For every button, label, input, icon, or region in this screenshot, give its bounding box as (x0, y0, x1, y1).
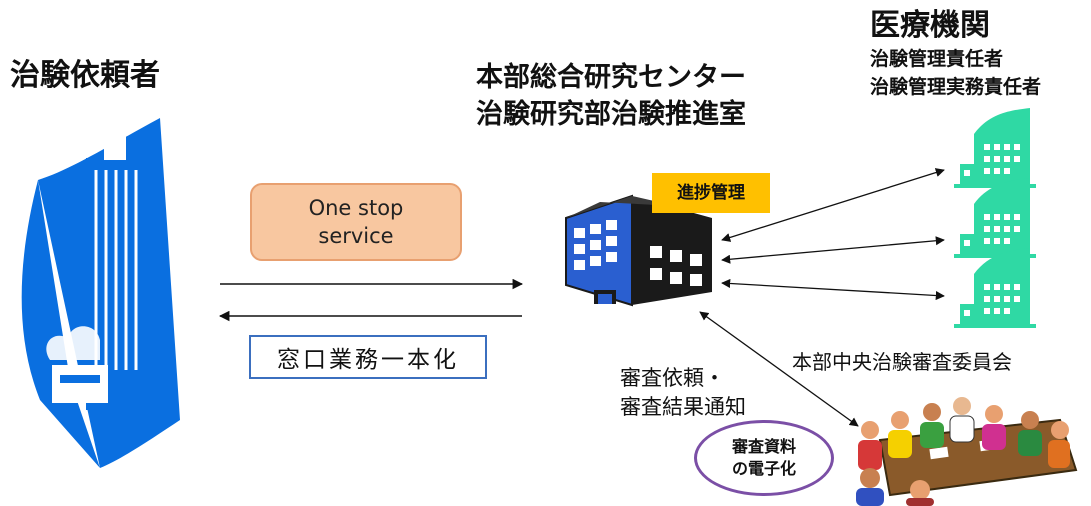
one-stop-line2: service (318, 224, 394, 248)
one-stop-service-box: One stop service (250, 183, 462, 261)
hospital-icon-2 (954, 178, 1036, 258)
hospitals-role-1: 治験管理責任者 (870, 48, 1004, 70)
hospitals-title: 医療機関 (870, 8, 990, 43)
window-unification-label: 窓口業務一本化 (277, 347, 459, 373)
review-request-line1: 審査依頼・ (620, 366, 725, 390)
sponsor-title: 治験依頼者 (10, 58, 160, 93)
digitize-ellipse: 審査資料 の電子化 (694, 420, 834, 496)
digitize-line2: の電子化 (731, 459, 796, 478)
hospital-icon-3 (954, 248, 1036, 328)
arrow-committee (699, 311, 859, 427)
review-request-line2: 審査結果通知 (620, 395, 746, 419)
sponsor-tower-icon (21, 100, 180, 468)
window-unification-box: 窓口業務一本化 (249, 335, 487, 379)
center-building-icon (565, 194, 712, 307)
arrow-hospital-3 (721, 278, 945, 301)
committee-label: 本部中央治験審査委員会 (792, 350, 1012, 374)
center-title-line1: 本部総合研究センター (476, 62, 746, 93)
center-title-line2: 治験研究部治験推進室 (476, 99, 746, 130)
arrow-hospital-1 (721, 168, 945, 242)
one-stop-line1: One stop (308, 195, 404, 220)
hospitals-role-2: 治験管理実務責任者 (870, 76, 1042, 98)
committee-meeting-icon (856, 397, 1078, 506)
progress-label: 進捗管理 (677, 182, 745, 203)
hospital-icon-1 (954, 108, 1036, 188)
arrow-hospital-2 (721, 236, 945, 264)
digitize-line1: 審査資料 (731, 436, 796, 456)
